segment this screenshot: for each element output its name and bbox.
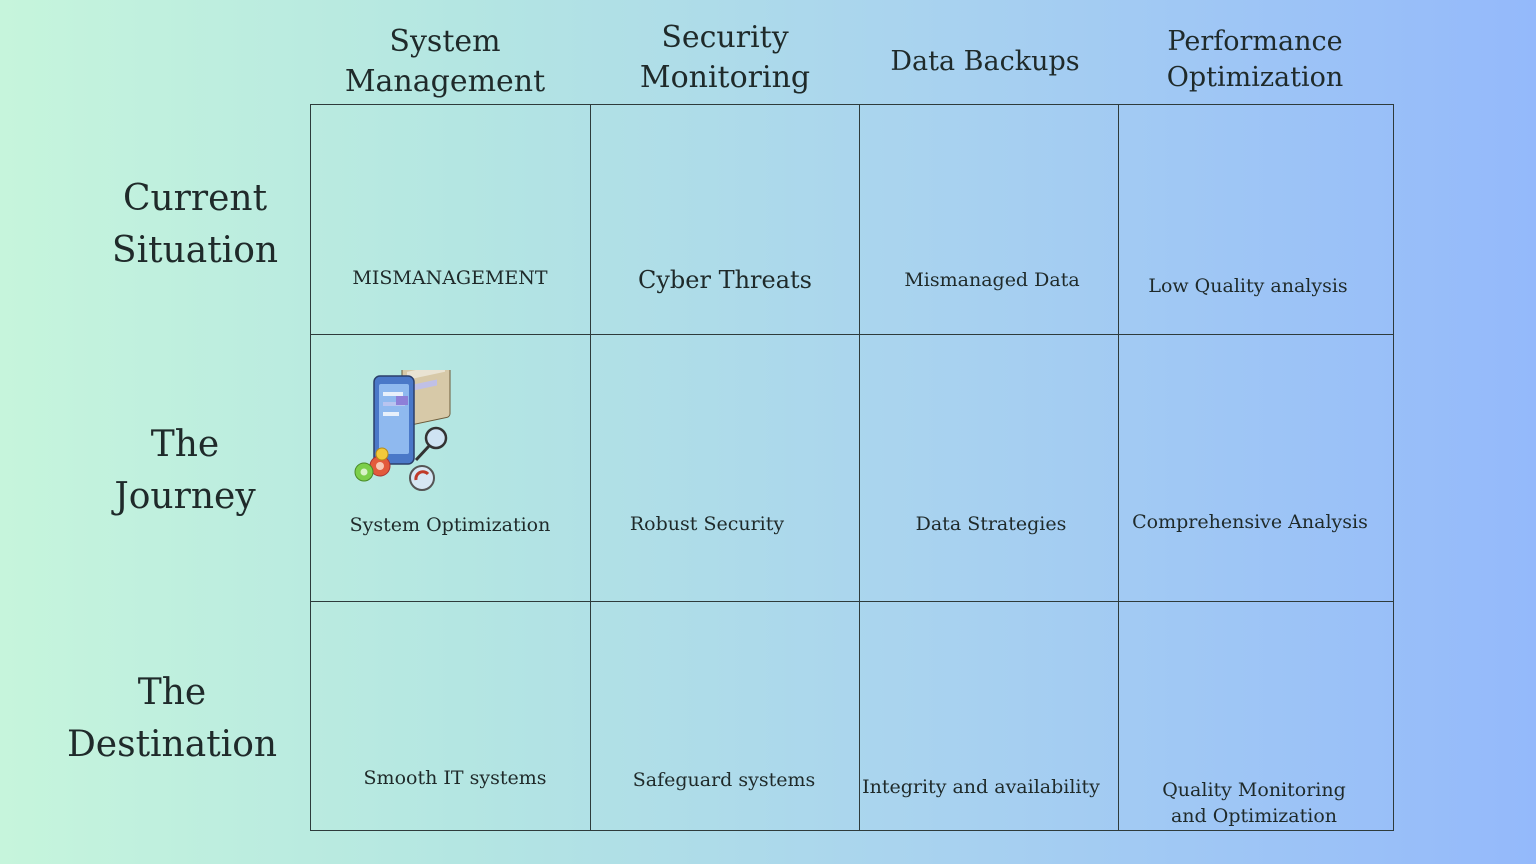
matrix-grid [310, 104, 1394, 831]
column-header-security-monitoring: Security Monitoring [610, 16, 840, 100]
column-header-line: Performance [1167, 26, 1343, 57]
cell-destination-performance-optimization: Quality Monitoring and Optimization [1162, 779, 1346, 827]
row-header-label: Current Situation [111, 178, 279, 271]
column-header-data-backups: Data Backups [870, 40, 1100, 84]
cell-journey-security-monitoring: Robust Security [629, 513, 785, 535]
cell-current-performance-optimization: Low Quality analysis [1148, 275, 1348, 297]
column-header-line: System [389, 24, 501, 59]
grid-divider [311, 334, 1393, 335]
cell-journey-data-backups: Data Strategies [915, 513, 1067, 535]
row-header-the-journey: The Journey [70, 416, 300, 526]
cell-destination-security-monitoring: Safeguard systems [632, 769, 816, 791]
cell-journey-performance-optimization: Comprehensive Analysis [1132, 511, 1368, 533]
cell-current-data-backups: Mismanaged Data [904, 269, 1080, 291]
cell-current-system-management: MISMANAGEMENT [352, 267, 548, 289]
grid-divider [1118, 105, 1119, 830]
row-header-label: The Destination [66, 672, 278, 765]
column-header-performance-optimization: Performance Optimization [1135, 22, 1375, 98]
column-header-line: Management [344, 64, 546, 99]
row-header-the-destination: The Destination [57, 664, 287, 774]
cell-journey-system-management: System Optimization [349, 514, 551, 536]
column-header-line: Security [661, 20, 789, 55]
row-header-current-situation: Current Situation [80, 170, 310, 280]
cell-destination-data-backups: Integrity and availability [862, 776, 1100, 798]
cell-current-security-monitoring: Cyber Threats [638, 266, 812, 294]
cell-destination-system-management: Smooth IT systems [363, 767, 547, 789]
grid-divider [590, 105, 591, 830]
column-header-system-management: System Management [330, 20, 560, 104]
row-header-label: The Journey [114, 424, 256, 517]
grid-divider [859, 105, 860, 830]
column-header-line: Monitoring [639, 60, 811, 95]
column-header-line: Data Backups [890, 46, 1080, 77]
system-optimization-illustration-icon [354, 370, 451, 491]
grid-divider [311, 601, 1393, 602]
column-header-line: Optimization [1166, 62, 1344, 93]
